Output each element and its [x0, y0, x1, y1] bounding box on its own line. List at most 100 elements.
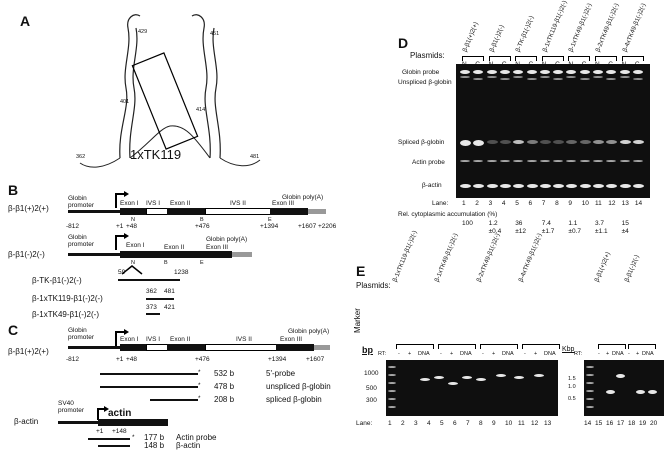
- lane-number: 14: [634, 200, 643, 207]
- marker-band: [586, 398, 594, 400]
- row-label: Spliced β-globin: [398, 139, 445, 146]
- rt-sign: +: [636, 351, 640, 357]
- rt-sign: -: [440, 351, 442, 357]
- plasmid-bracket: [568, 56, 591, 61]
- sub-end: 421: [164, 304, 175, 311]
- plasmids-label: Plasmids:: [356, 281, 391, 290]
- coord: +476: [195, 223, 210, 230]
- row-label: Globin probe: [402, 69, 440, 76]
- coord: +48: [126, 223, 138, 230]
- globin-polya-label: Globin poly(A): [288, 328, 330, 335]
- globin-probe-band: [526, 70, 537, 74]
- sub-construct-label: β-TK-β1(-)2(-): [32, 276, 82, 285]
- plasmid-bracket: [598, 344, 626, 349]
- coord: +1: [116, 223, 124, 230]
- spliced-globin-band: [526, 140, 538, 144]
- plasmid-header: β-1xTK49-β1(-)2(-): [433, 232, 460, 283]
- spliced-globin-band: [632, 140, 644, 144]
- beta-actin-band: [579, 184, 591, 188]
- actin-coord: +1: [96, 428, 104, 435]
- spliced-globin-band: [593, 140, 604, 144]
- site-e: E: [200, 260, 204, 266]
- unspliced-band: [632, 78, 643, 80]
- structure-number: 451: [210, 31, 220, 37]
- exon1-box: [120, 208, 146, 215]
- marker-band: [586, 366, 594, 368]
- kbp-tick: 0.5: [568, 396, 576, 402]
- site-b: B: [200, 217, 204, 223]
- probe-bar: [150, 399, 198, 401]
- exon3-label: Exon III: [272, 200, 295, 207]
- globin-probe-band: [539, 70, 550, 74]
- unspliced-band: [473, 78, 484, 80]
- unspliced-band: [593, 76, 603, 78]
- globin-promoter-label: Globin promoter: [68, 327, 95, 341]
- sub-start: 59: [118, 269, 126, 276]
- lane-number: 13: [544, 420, 552, 427]
- lane-number: 8: [479, 420, 483, 427]
- probe-size: 208 b: [214, 395, 235, 404]
- rt-sign: -: [398, 351, 400, 357]
- spliced-globin-band: [566, 140, 578, 144]
- globin-promoter-label: Globin promoter: [68, 195, 95, 209]
- insertion-caret: [121, 265, 143, 275]
- accumulation-value: 15: [621, 220, 629, 227]
- unspliced-band: [606, 78, 617, 80]
- panel-e-label: E: [356, 263, 366, 279]
- exon2-label: Exon II: [164, 244, 185, 251]
- coord: +2206: [318, 223, 337, 230]
- lane-number: 4: [427, 420, 431, 427]
- probe-star: *: [198, 382, 201, 389]
- unspliced-band: [526, 78, 537, 80]
- actin-probe-band: [460, 160, 470, 162]
- pcr-band: [434, 376, 444, 379]
- marker-band: [388, 366, 396, 368]
- spliced-globin-band: [579, 140, 591, 144]
- plasmid-bracket: [522, 344, 560, 349]
- unspliced-band: [566, 76, 577, 78]
- lane-number: 12: [608, 200, 616, 207]
- marker-band: [586, 406, 594, 408]
- marker-band: [388, 398, 396, 400]
- actin-gene-label: actin: [108, 408, 132, 419]
- marker-label: Marker: [353, 308, 362, 333]
- exon3-box: [276, 344, 314, 351]
- plasmid-bracket: [621, 56, 644, 61]
- lane-label: Lane:: [432, 200, 449, 207]
- exon3-label: Exon III: [206, 244, 229, 251]
- exon1-box: [120, 344, 146, 351]
- plasmid-header: β-1xTK119-β1(-)2(-): [541, 0, 569, 53]
- plasmid-bracket: [541, 56, 564, 61]
- globin-probe-band: [566, 70, 577, 74]
- panel-c-label: C: [8, 322, 19, 338]
- rt-label: RT:: [378, 351, 387, 357]
- lane-number: 3: [488, 200, 493, 207]
- lane-label: Lane:: [356, 420, 373, 427]
- sub-end: 1238: [174, 269, 189, 276]
- sub-end: 481: [164, 288, 175, 295]
- globin-probe-band: [513, 70, 524, 74]
- plasmid-header: β-1xTK119-β1(-)2(-): [391, 229, 419, 283]
- accumulation-error: ±1.7: [541, 228, 555, 235]
- globin-probe-band: [473, 70, 484, 74]
- marker-band: [586, 390, 594, 392]
- spliced-globin-band: [606, 140, 618, 144]
- row-label: β-actin: [422, 182, 442, 189]
- marker-band: [388, 374, 396, 376]
- globin-probe-band: [486, 70, 497, 74]
- lane-number: 9: [568, 200, 573, 207]
- actin-probe-bar: [98, 445, 130, 447]
- actin-probe-band: [526, 160, 537, 162]
- exon3-box: [270, 208, 308, 215]
- lane-number: 5: [515, 200, 519, 207]
- probe-size: 177 b: [144, 433, 165, 442]
- plasmid-bracket: [488, 56, 511, 61]
- lane-number: 13: [621, 200, 629, 207]
- accumulation-value: 1.2: [488, 220, 498, 227]
- actin-construct-label: β-actin: [14, 417, 39, 426]
- structure-number: 401: [120, 99, 130, 105]
- unspliced-band: [579, 78, 590, 80]
- unspliced-band: [619, 76, 630, 78]
- kbp-label: Kbp: [562, 346, 575, 353]
- rt-sign: DNA: [612, 351, 624, 357]
